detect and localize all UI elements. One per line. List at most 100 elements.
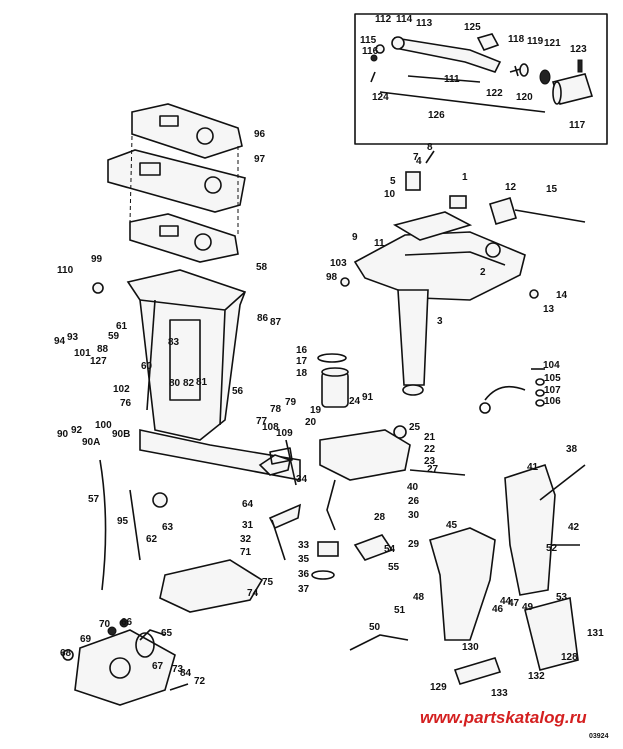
swivel-parts-center (258, 353, 526, 580)
callout-40: 40 (407, 482, 419, 493)
callout-96: 96 (254, 129, 266, 140)
callout-66: 66 (121, 617, 133, 628)
callout-102: 102 (113, 384, 130, 395)
callout-35: 35 (298, 554, 310, 565)
callout-122: 122 (486, 88, 503, 99)
callout-5: 5 (390, 176, 396, 187)
callout-130: 130 (462, 642, 479, 653)
callout-2: 2 (480, 267, 486, 278)
callout-64: 64 (242, 499, 254, 510)
callout-115: 115 (360, 35, 377, 46)
callout-112: 112 (375, 14, 392, 25)
callout-38: 38 (566, 444, 578, 455)
callout-7: 7 (413, 152, 419, 163)
callout-69: 69 (80, 634, 92, 645)
callout-10: 10 (384, 189, 396, 200)
callout-22: 22 (424, 444, 436, 455)
callout-73: 73 (172, 664, 184, 675)
callout-124: 124 (372, 92, 389, 103)
callout-11: 11 (374, 238, 385, 249)
callout-46: 46 (492, 604, 504, 615)
callout-114: 114 (396, 14, 413, 25)
callout-84: 84 (180, 668, 192, 679)
callout-106: 106 (544, 396, 561, 407)
gearcase (74, 559, 264, 706)
callout-128: 128 (561, 652, 578, 663)
callout-110: 110 (57, 265, 74, 276)
callout-70: 70 (99, 619, 111, 630)
callout-71: 71 (240, 547, 252, 558)
callout-118: 118 (508, 34, 525, 45)
callout-18: 18 (296, 368, 308, 379)
callout-15: 15 (546, 184, 558, 195)
callout-41: 41 (527, 462, 539, 473)
callout-20: 20 (305, 417, 317, 428)
callout-58: 58 (256, 262, 268, 273)
callout-88: 88 (97, 344, 109, 355)
callout-19: 19 (310, 405, 322, 416)
callout-32: 32 (240, 534, 252, 545)
inset-tiller-assembly (354, 13, 608, 145)
callout-80: 80 (169, 378, 181, 389)
callout-37: 37 (298, 584, 310, 595)
callout-50: 50 (369, 622, 381, 633)
gasket-set (107, 103, 246, 263)
callout-87: 87 (270, 317, 282, 328)
callout-75: 75 (262, 577, 274, 588)
callout-90a: 90A (82, 437, 100, 448)
callout-65: 65 (161, 628, 173, 639)
callout-95: 95 (117, 516, 129, 527)
callout-108: 108 (262, 422, 279, 433)
swivel-bracket (353, 150, 586, 396)
callout-111: 111 (444, 74, 460, 85)
callout-4: 4 (416, 156, 422, 167)
callout-99: 99 (91, 254, 103, 265)
callout-13: 13 (543, 304, 555, 315)
watermark: www.partskatalog.ru (420, 708, 587, 727)
callout-30: 30 (408, 510, 420, 521)
callout-62: 62 (146, 534, 158, 545)
exhaust-housing (126, 269, 301, 481)
callout-132: 132 (528, 671, 545, 682)
callout-76: 76 (120, 398, 132, 409)
callout-9: 9 (352, 232, 358, 243)
callout-14: 14 (556, 290, 568, 301)
callout-16: 16 (296, 345, 308, 356)
callout-63: 63 (162, 522, 174, 533)
callout-36: 36 (298, 569, 310, 580)
callout-26: 26 (408, 496, 420, 507)
callout-125: 125 (464, 22, 481, 33)
callout-81: 81 (196, 377, 208, 388)
callout-44: 44 (500, 596, 512, 607)
callout-90b: 90B (112, 429, 130, 440)
callout-25: 25 (409, 422, 421, 433)
drawing-code: 03924 (589, 733, 609, 740)
callout-79: 79 (285, 397, 297, 408)
callout-104: 104 (543, 360, 560, 371)
callout-42: 42 (568, 522, 580, 533)
callout-72: 72 (194, 676, 206, 687)
callout-52: 52 (546, 543, 558, 554)
stern-brackets (349, 463, 586, 685)
callout-113: 113 (416, 18, 433, 29)
callout-45: 45 (446, 520, 458, 531)
callout-98: 98 (326, 272, 338, 283)
callout-133: 133 (491, 688, 508, 699)
callout-78: 78 (270, 404, 282, 415)
callout-94: 94 (54, 336, 66, 347)
callout-120: 120 (516, 92, 533, 103)
callout-labels: 1234578910111213141516171819202122232425… (54, 14, 604, 699)
callout-119: 119 (527, 36, 544, 47)
fasteners (62, 277, 545, 691)
callout-53: 53 (556, 592, 568, 603)
callout-31: 31 (242, 520, 254, 531)
callout-86: 86 (257, 313, 269, 324)
callout-93: 93 (67, 332, 79, 343)
callout-116: 116 (362, 46, 379, 57)
callout-100: 100 (95, 420, 112, 431)
callout-60: 60 (141, 361, 153, 372)
callout-28: 28 (374, 512, 386, 523)
callout-123: 123 (570, 44, 587, 55)
callout-74: 74 (247, 588, 259, 599)
